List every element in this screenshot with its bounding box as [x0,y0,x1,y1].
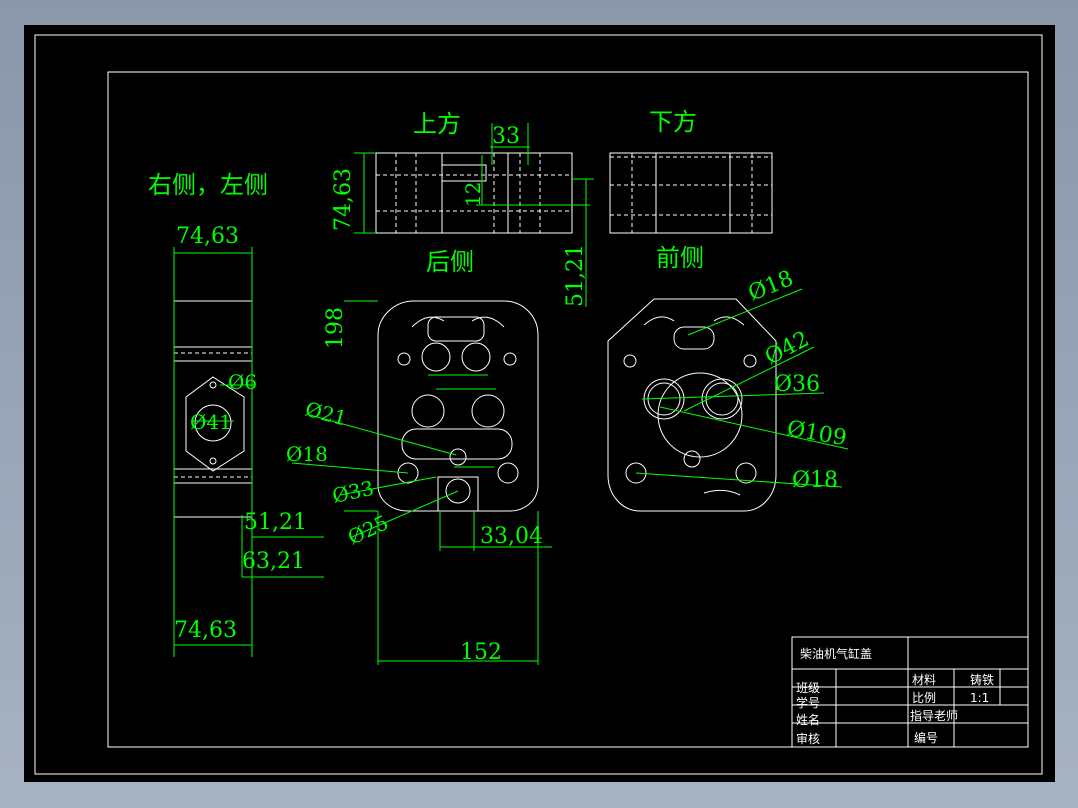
dim-phi-18-bottom: Ø18 [792,468,838,493]
label-front: 前侧 [656,244,704,272]
title-block [791,636,1029,748]
tb-instructor-label: 指导老师 [910,708,958,723]
tb-scale-label: 比例 [912,691,936,705]
label-sides: 右侧，左侧 [148,171,268,199]
dim-phi-18-left: Ø18 [286,442,328,466]
dim-phi-25: Ø25 [344,510,392,549]
top-view [375,152,573,234]
rear-view [377,300,539,512]
label-bottom: 下方 [649,108,697,136]
dim-51-21-left: 51,21 [244,510,307,535]
tb-review-label: 审核 [796,731,820,746]
dim-phi-41: Ø41 [190,410,232,434]
dim-33-top: 33 [492,124,520,149]
dim-63-21: 63,21 [242,549,305,574]
front-view [607,298,777,512]
tb-material-label: 材料 [912,673,936,687]
rear-dims [291,300,552,665]
dim-51-21-mid: 51,21 [563,244,588,307]
outer-frame [34,34,1043,775]
tb-number-label: 编号 [914,730,938,745]
dim-phi-6: Ø6 [228,370,257,394]
top-dims [354,123,594,307]
cad-drawing: 上方 下方 右侧，左侧 后侧 前侧 33 74,63 12 51,21 74,6… [34,34,1043,775]
dim-12: 12 [461,182,485,207]
dim-phi-36: Ø36 [774,372,820,397]
dim-198: 198 [323,307,348,349]
dim-33-04: 33,04 [480,524,543,549]
tb-scale-value: 1:1 [970,691,989,705]
tb-student-id-label: 学号 [796,695,820,710]
label-top: 上方 [413,110,461,138]
side-view [173,300,253,518]
side-dims [173,247,324,657]
inner-frame [107,71,1029,748]
bottom-view [609,152,773,234]
dim-phi-33: Ø33 [330,476,376,508]
tb-class-label: 班级 [796,681,820,695]
label-rear: 后侧 [426,248,474,276]
tb-name-label: 姓名 [796,712,820,727]
dim-74-63-side: 74,63 [331,168,356,231]
dim-phi-21: Ø21 [303,397,350,431]
dim-phi-109: Ø109 [785,416,848,451]
tb-part-name: 柴油机气缸盖 [800,646,872,661]
cad-viewport[interactable]: 上方 下方 右侧，左侧 后侧 前侧 33 74,63 12 51,21 74,6… [24,25,1055,782]
dim-phi-18-top: Ø18 [745,266,797,306]
front-dims [635,288,849,488]
dim-152: 152 [460,640,502,665]
tb-material-value: 铸铁 [970,672,994,687]
dim-74-63-left-bottom: 74,63 [174,618,237,643]
dim-74-63-left-top: 74,63 [176,224,239,249]
